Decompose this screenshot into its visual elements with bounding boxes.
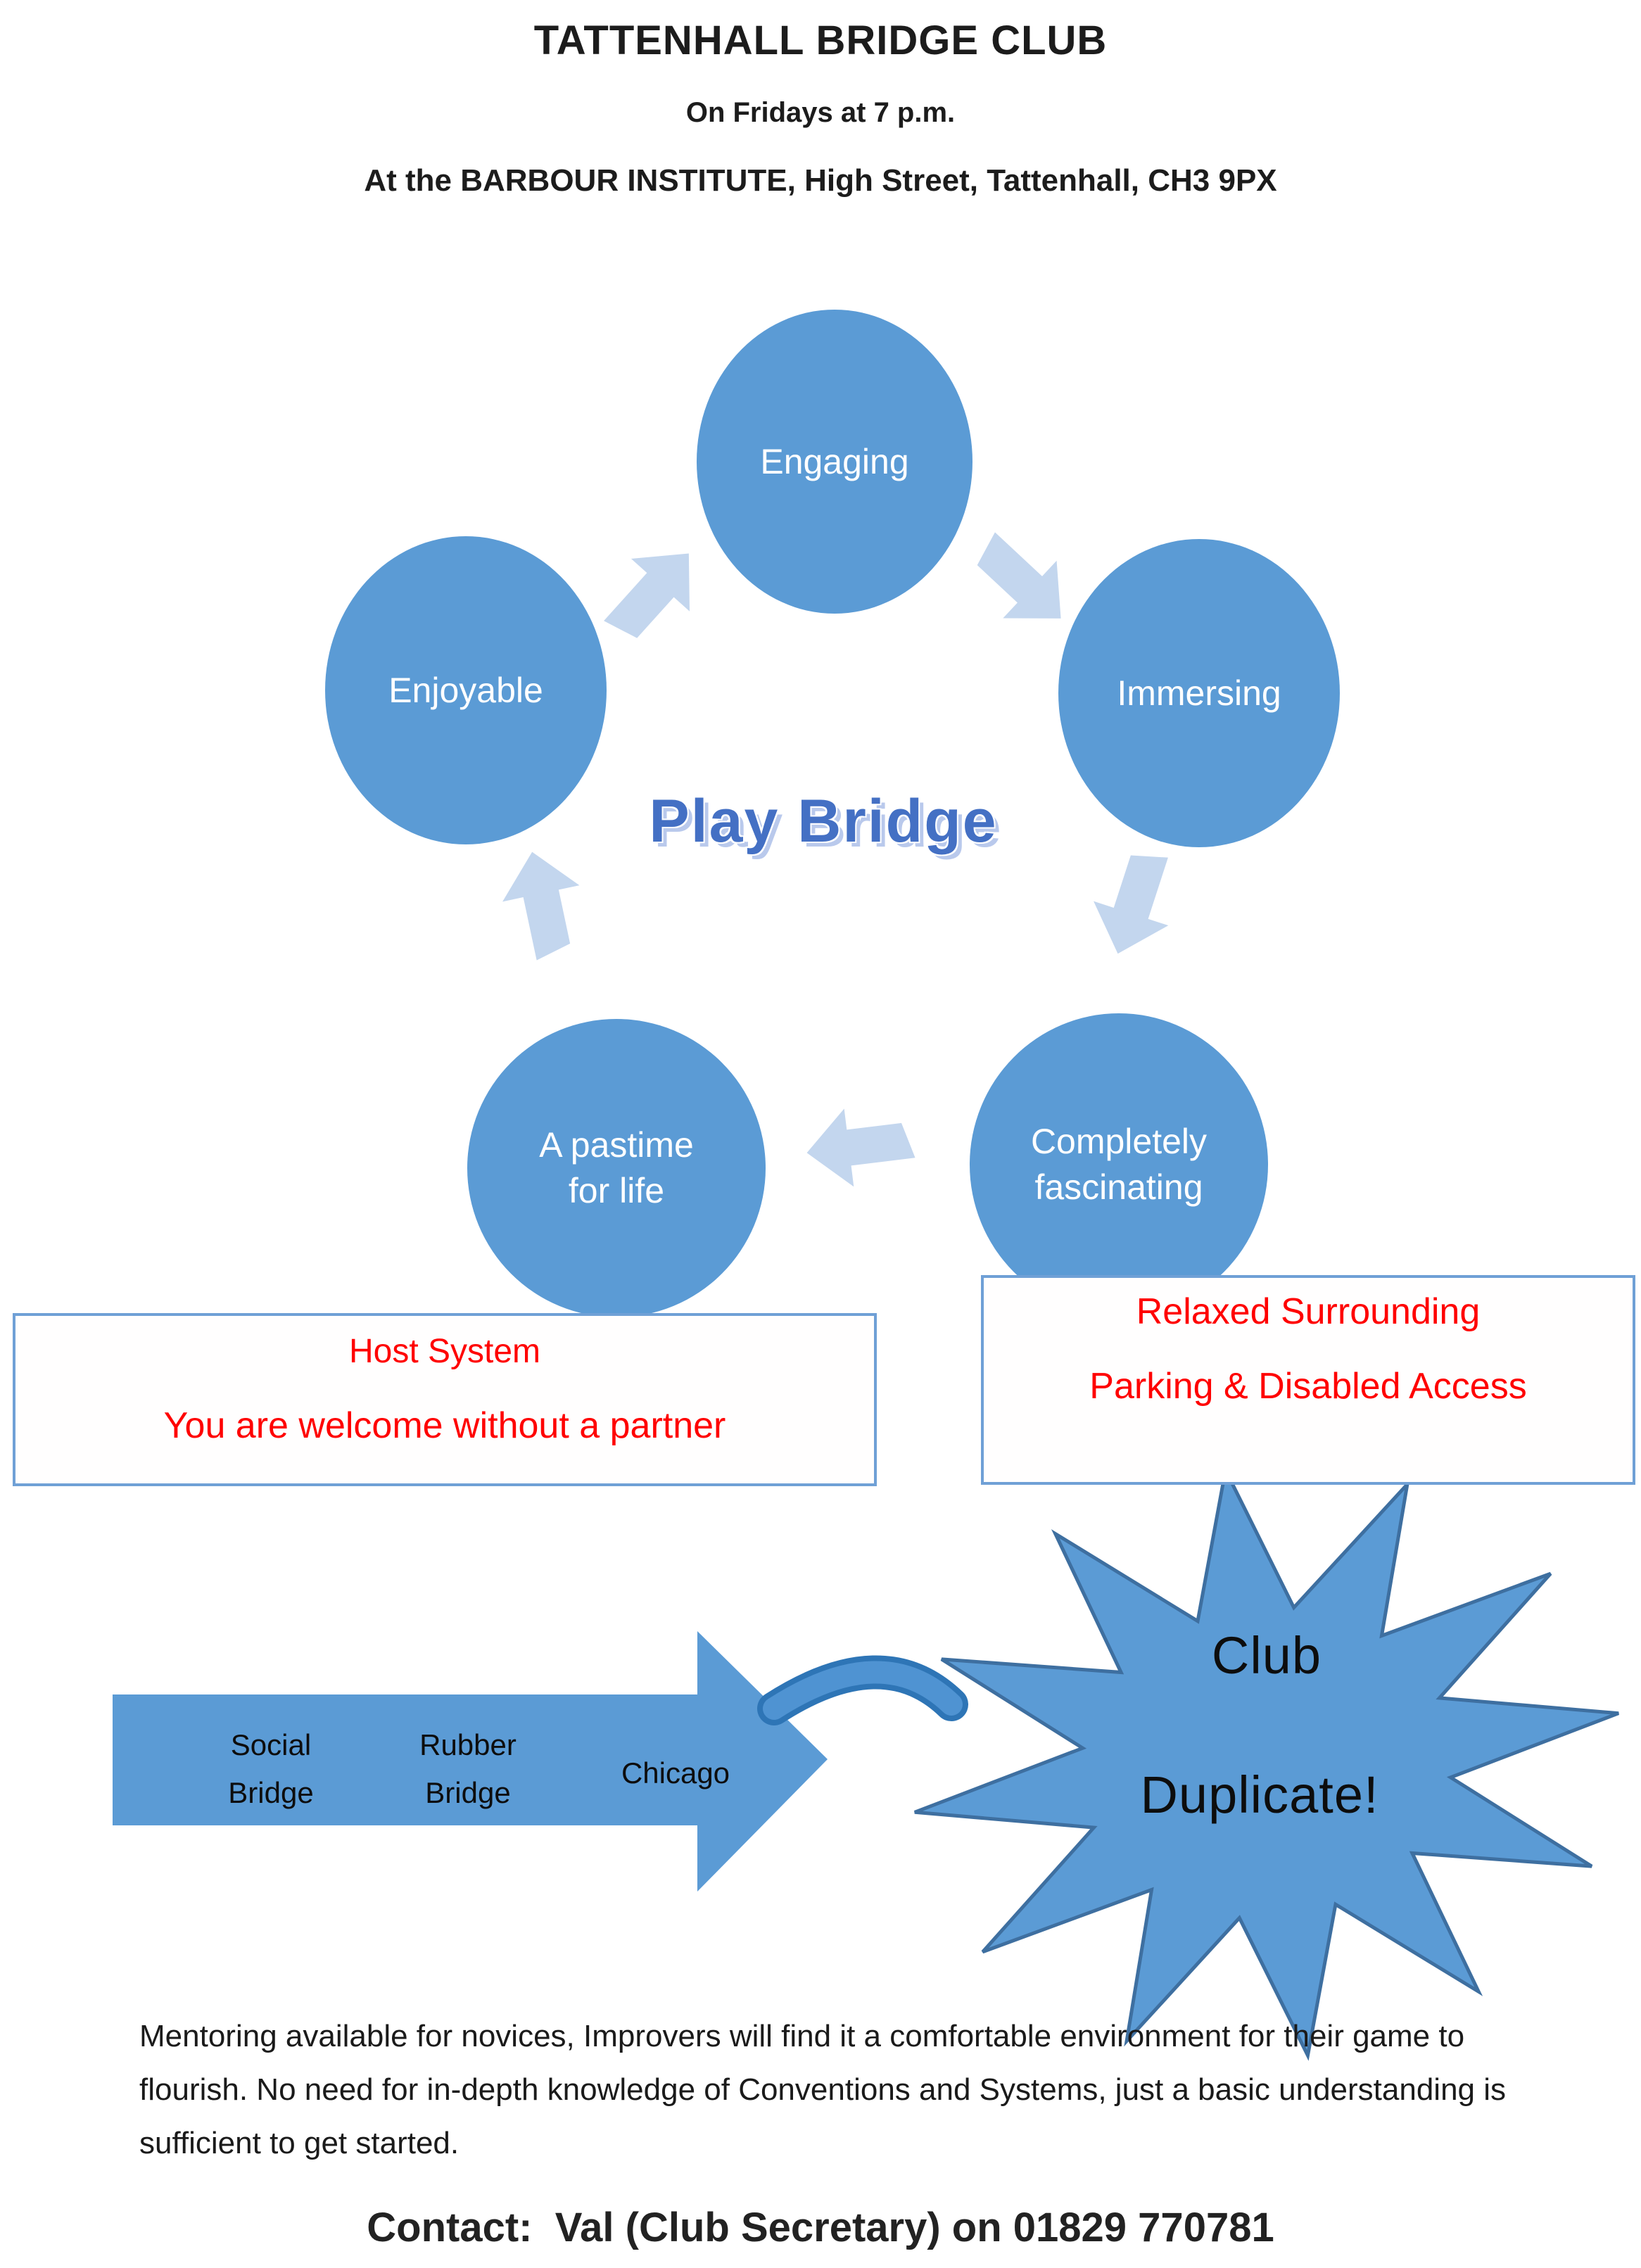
hook-connector-fill [763, 1661, 963, 1720]
cycle-node-pastime-for-life: A pastime for life [467, 1019, 766, 1317]
cycle-node-label: Engaging [760, 441, 909, 481]
cycle-node-label: A pastime for life [539, 1125, 694, 1210]
cycle-arrow-fascinating-to-pastime-icon [802, 1098, 918, 1194]
bridge-type-social: Social Bridge [228, 1728, 314, 1809]
cycle-node-label: Enjoyable [388, 670, 543, 710]
wordart-play-bridge: Play Bridge [649, 787, 998, 855]
bridge-type-chicago: Chicago [621, 1756, 730, 1789]
burst-label-club: Club [1211, 1626, 1322, 1685]
hook-connector-outline [757, 1655, 968, 1725]
cycle-node-label: Completely fascinating [1030, 1122, 1208, 1207]
cycle-node-enjoyable: Enjoyable [325, 536, 607, 844]
burst-label-duplicate: Duplicate! [1140, 1766, 1379, 1824]
cycle-arrow-engaging-to-immersing-icon [954, 515, 1089, 649]
note-line: You are welcome without a partner [163, 1405, 726, 1446]
note-line: Host System [348, 1333, 541, 1370]
note-box-relaxed-surrounding: Relaxed Surrounding Parking & Disabled A… [981, 1275, 1635, 1485]
note-line: Parking & Disabled Access [1089, 1366, 1527, 1407]
cycle-node-engaging: Engaging [697, 310, 972, 614]
cycle-arrow-pastime-to-enjoyable-icon [491, 843, 595, 965]
bridge-type-rubber: Rubber Bridge [419, 1728, 517, 1809]
cycle-node-completely-fascinating: Completely fascinating [970, 1013, 1268, 1316]
mentoring-paragraph: Mentoring available for novices, Improve… [139, 2019, 1507, 2160]
cycle-arrow-enjoyable-to-engaging-icon [586, 526, 719, 661]
cycle-node-immersing: Immersing [1058, 539, 1340, 847]
subtitle-time: On Fridays at 7 p.m. [685, 97, 956, 128]
note-line: Relaxed Surrounding [1136, 1291, 1481, 1332]
note-box-host-system: Host System You are welcome without a pa… [13, 1313, 877, 1486]
starburst-shape [914, 1464, 1619, 2061]
page-title: TATTENHALL BRIDGE CLUB [533, 18, 1108, 63]
cycle-arrow-immersing-to-fascinating-icon [1078, 839, 1190, 966]
contact-line: Contact: Val (Club Secretary) on 01829 7… [367, 2205, 1274, 2250]
subtitle-venue: At the BARBOUR INSTITUTE, High Street, T… [364, 163, 1277, 198]
cycle-node-label: Immersing [1117, 673, 1281, 713]
